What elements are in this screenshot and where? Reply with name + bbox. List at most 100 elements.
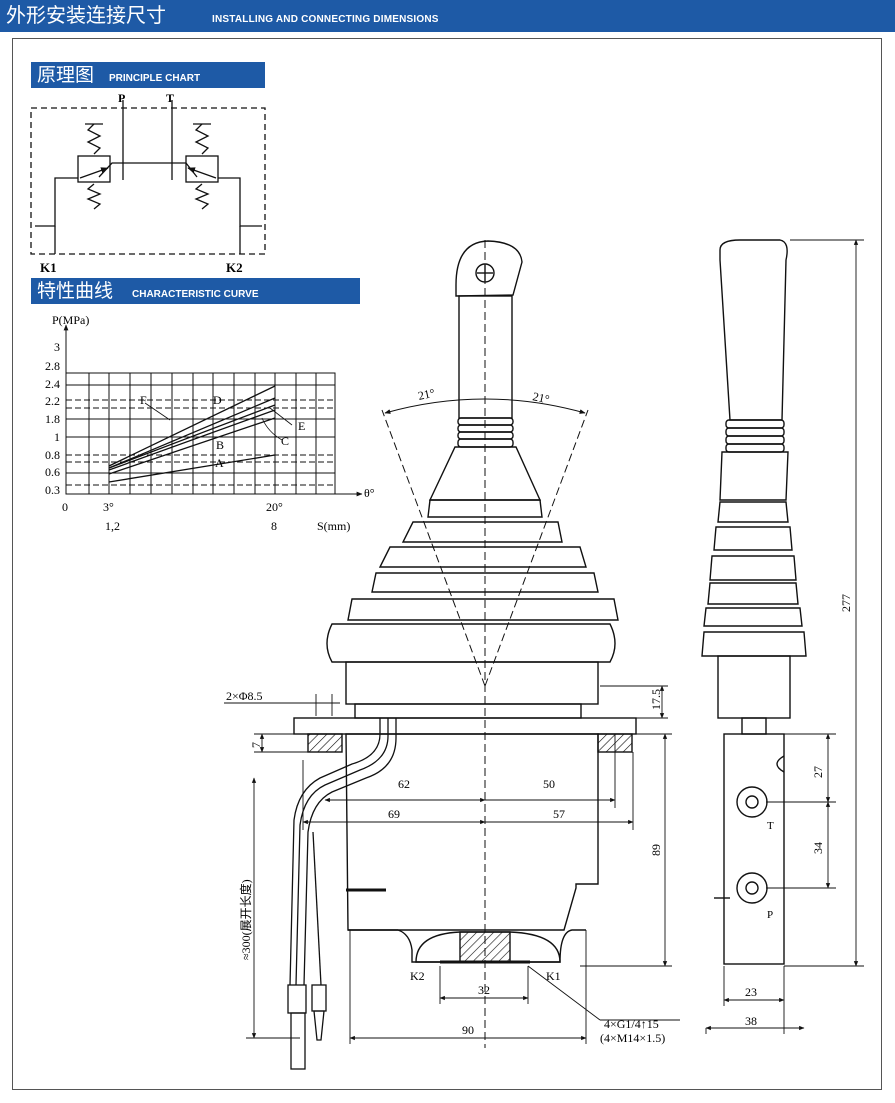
y-tick: 2.2: [45, 394, 60, 408]
side-handle: [719, 239, 788, 421]
front-view: [287, 240, 637, 1070]
y-tick: 1: [54, 430, 60, 444]
mount-flange: [293, 717, 637, 735]
boot-base: [326, 623, 616, 663]
dim-57: 57: [553, 807, 565, 821]
page-header: 外形安装连接尺寸 INSTALLING AND CONNECTING DIMEN…: [0, 0, 895, 32]
dim-27: 27: [811, 766, 825, 778]
y-tick-labels: 3 2.8 2.4 2.2 1.8 1 0.8 0.6 0.3: [45, 340, 60, 497]
boot-ring-2: [378, 546, 587, 568]
header-title-cn: 外形安装连接尺寸: [6, 3, 166, 27]
dim-7: 7: [249, 742, 263, 748]
side-port-t: T: [767, 820, 774, 832]
y-tick: 0.8: [45, 448, 60, 462]
spool-link: [98, 162, 198, 178]
spring-left-bottom: [86, 183, 102, 210]
front-dimensions: [224, 685, 680, 1044]
valve-right: [185, 155, 219, 183]
side-dim-labels: 277 27 34 T P 23 38: [745, 594, 853, 1028]
mount-hole-left: [307, 733, 343, 753]
connector-left: [287, 984, 307, 1014]
hole-dim: 2×Φ8.5: [226, 689, 263, 703]
angle-lines: [381, 240, 589, 1048]
dim-89: 89: [649, 844, 663, 856]
dim-23: 23: [745, 985, 757, 999]
port-k2-label: K2: [226, 260, 243, 275]
curve-ylabel: P(MPa): [52, 313, 89, 327]
angle-right-label: 21°: [531, 389, 551, 406]
port-t-circle: [736, 786, 768, 818]
flange-plate: [354, 703, 582, 719]
s-tick-2: 8: [271, 519, 277, 533]
valve-left: [77, 155, 111, 183]
port-p-label: P: [118, 91, 125, 105]
drawing-frame: [12, 38, 882, 1090]
dim-62: 62: [398, 777, 410, 791]
angle-left-label: 21°: [417, 386, 437, 403]
curve-title-en: CHARACTERISTIC CURVE: [132, 289, 259, 300]
angle-arc: [384, 398, 586, 414]
curve-label-e: E: [298, 419, 305, 433]
curve-c: [108, 404, 276, 469]
x-tick-3: 3°: [103, 500, 114, 514]
curve-label-a: A: [215, 456, 224, 470]
y-tick: 0.3: [45, 483, 60, 497]
x-origin-label: 0: [62, 500, 68, 514]
port-k2-front: K2: [410, 969, 425, 983]
y-tick: 0.6: [45, 465, 60, 479]
curve-chart: P(MPa) 3 2.8 2.4 2.2 1.8 1 0.8 0.6 0.3 0…: [45, 313, 375, 533]
front-dim-labels: 21° 21° 2×Φ8.5 17.5 7 62 50 69 57 89 ≈30…: [226, 386, 665, 1045]
side-port-p: P: [767, 909, 773, 921]
spring-right-top: [194, 123, 210, 155]
boot-ring-3: [371, 572, 599, 593]
curve-a: [108, 454, 276, 483]
dim-38: 38: [745, 1014, 757, 1028]
side-view: [701, 239, 807, 965]
handle-knob: [455, 240, 523, 297]
connector-plug-left: [290, 1012, 306, 1070]
schematic-boundary: [30, 107, 266, 255]
header-title-en: INSTALLING AND CONNECTING DIMENSIONS: [212, 14, 439, 25]
port-k1-front: K1: [546, 969, 561, 983]
cable: [287, 718, 397, 1070]
flange-upper: [345, 661, 599, 705]
dim-32: 32: [478, 983, 490, 997]
curve-letters: A B C D E F: [140, 393, 305, 470]
cable-length: ≈300(展开长度): [238, 879, 253, 960]
boot-ring-4: [347, 598, 619, 621]
dim-90: 90: [462, 1023, 474, 1037]
y-tick: 1.8: [45, 412, 60, 426]
curves: [108, 385, 293, 483]
port-k1-label: K1: [40, 260, 57, 275]
curve-title-cn: 特性曲线: [37, 280, 114, 302]
side-dimensions: [705, 239, 864, 1034]
dim-50: 50: [543, 777, 555, 791]
characteristic-curve-header: 特性曲线 CHARACTERISTIC CURVE: [31, 278, 360, 304]
port-p-circle: [736, 872, 768, 904]
side-base: [701, 631, 807, 657]
dim-34: 34: [811, 842, 825, 854]
s-tick-1: 1,2: [105, 519, 120, 533]
principle-schematic: [30, 100, 266, 255]
dim-69: 69: [388, 807, 400, 821]
side-body: [723, 733, 785, 965]
grid-box: [65, 372, 336, 495]
s-axis-label: S(mm): [317, 519, 350, 533]
y-tick: 2.8: [45, 359, 60, 373]
thread-spec-alt: (4×M14×1.5): [600, 1031, 665, 1045]
principle-chart-header: 原理图 PRINCIPLE CHART: [31, 62, 265, 88]
dim-277: 277: [839, 594, 853, 612]
spring-left-top: [86, 123, 102, 155]
y-tick: 3: [54, 340, 60, 354]
vertical-grid: [88, 373, 317, 494]
curve-f: [108, 409, 276, 471]
curve-label-d: D: [213, 393, 222, 407]
valve-body: [345, 733, 599, 931]
curve-d: [108, 385, 276, 467]
side-flange: [717, 655, 791, 719]
y-tick: 2.4: [45, 377, 60, 391]
x-axis-label: θ°: [364, 486, 375, 500]
curve-e: [108, 397, 276, 469]
curve-b: [108, 417, 276, 475]
